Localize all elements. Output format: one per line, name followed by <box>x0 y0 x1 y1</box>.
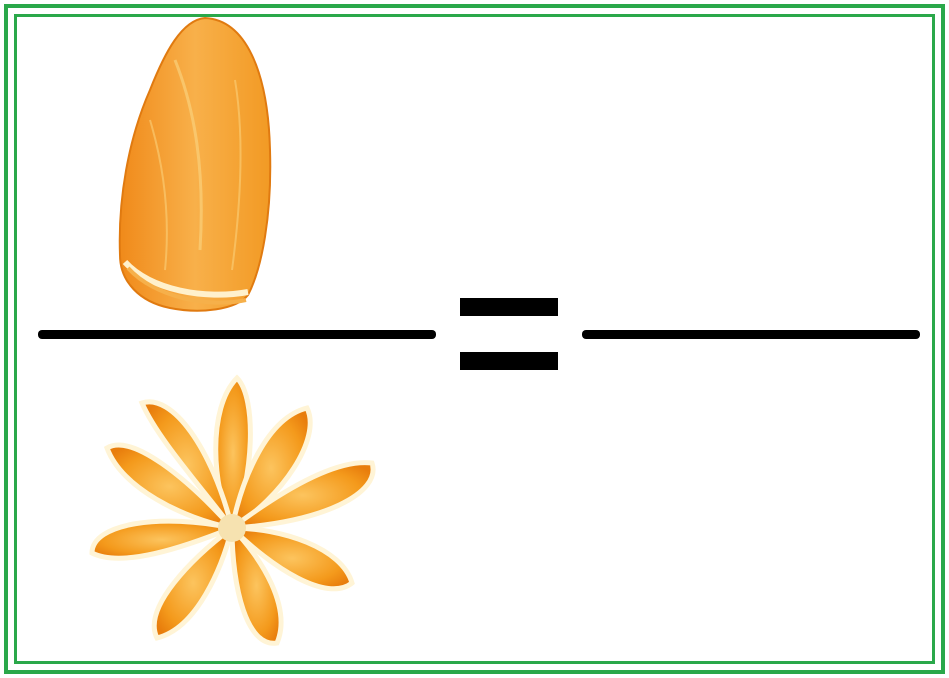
orange-wedge-image <box>120 18 271 311</box>
equals-sign <box>460 298 558 370</box>
left-fraction-line <box>38 330 436 339</box>
orange-segments-image <box>92 378 373 643</box>
answer-fraction-line <box>582 330 920 339</box>
